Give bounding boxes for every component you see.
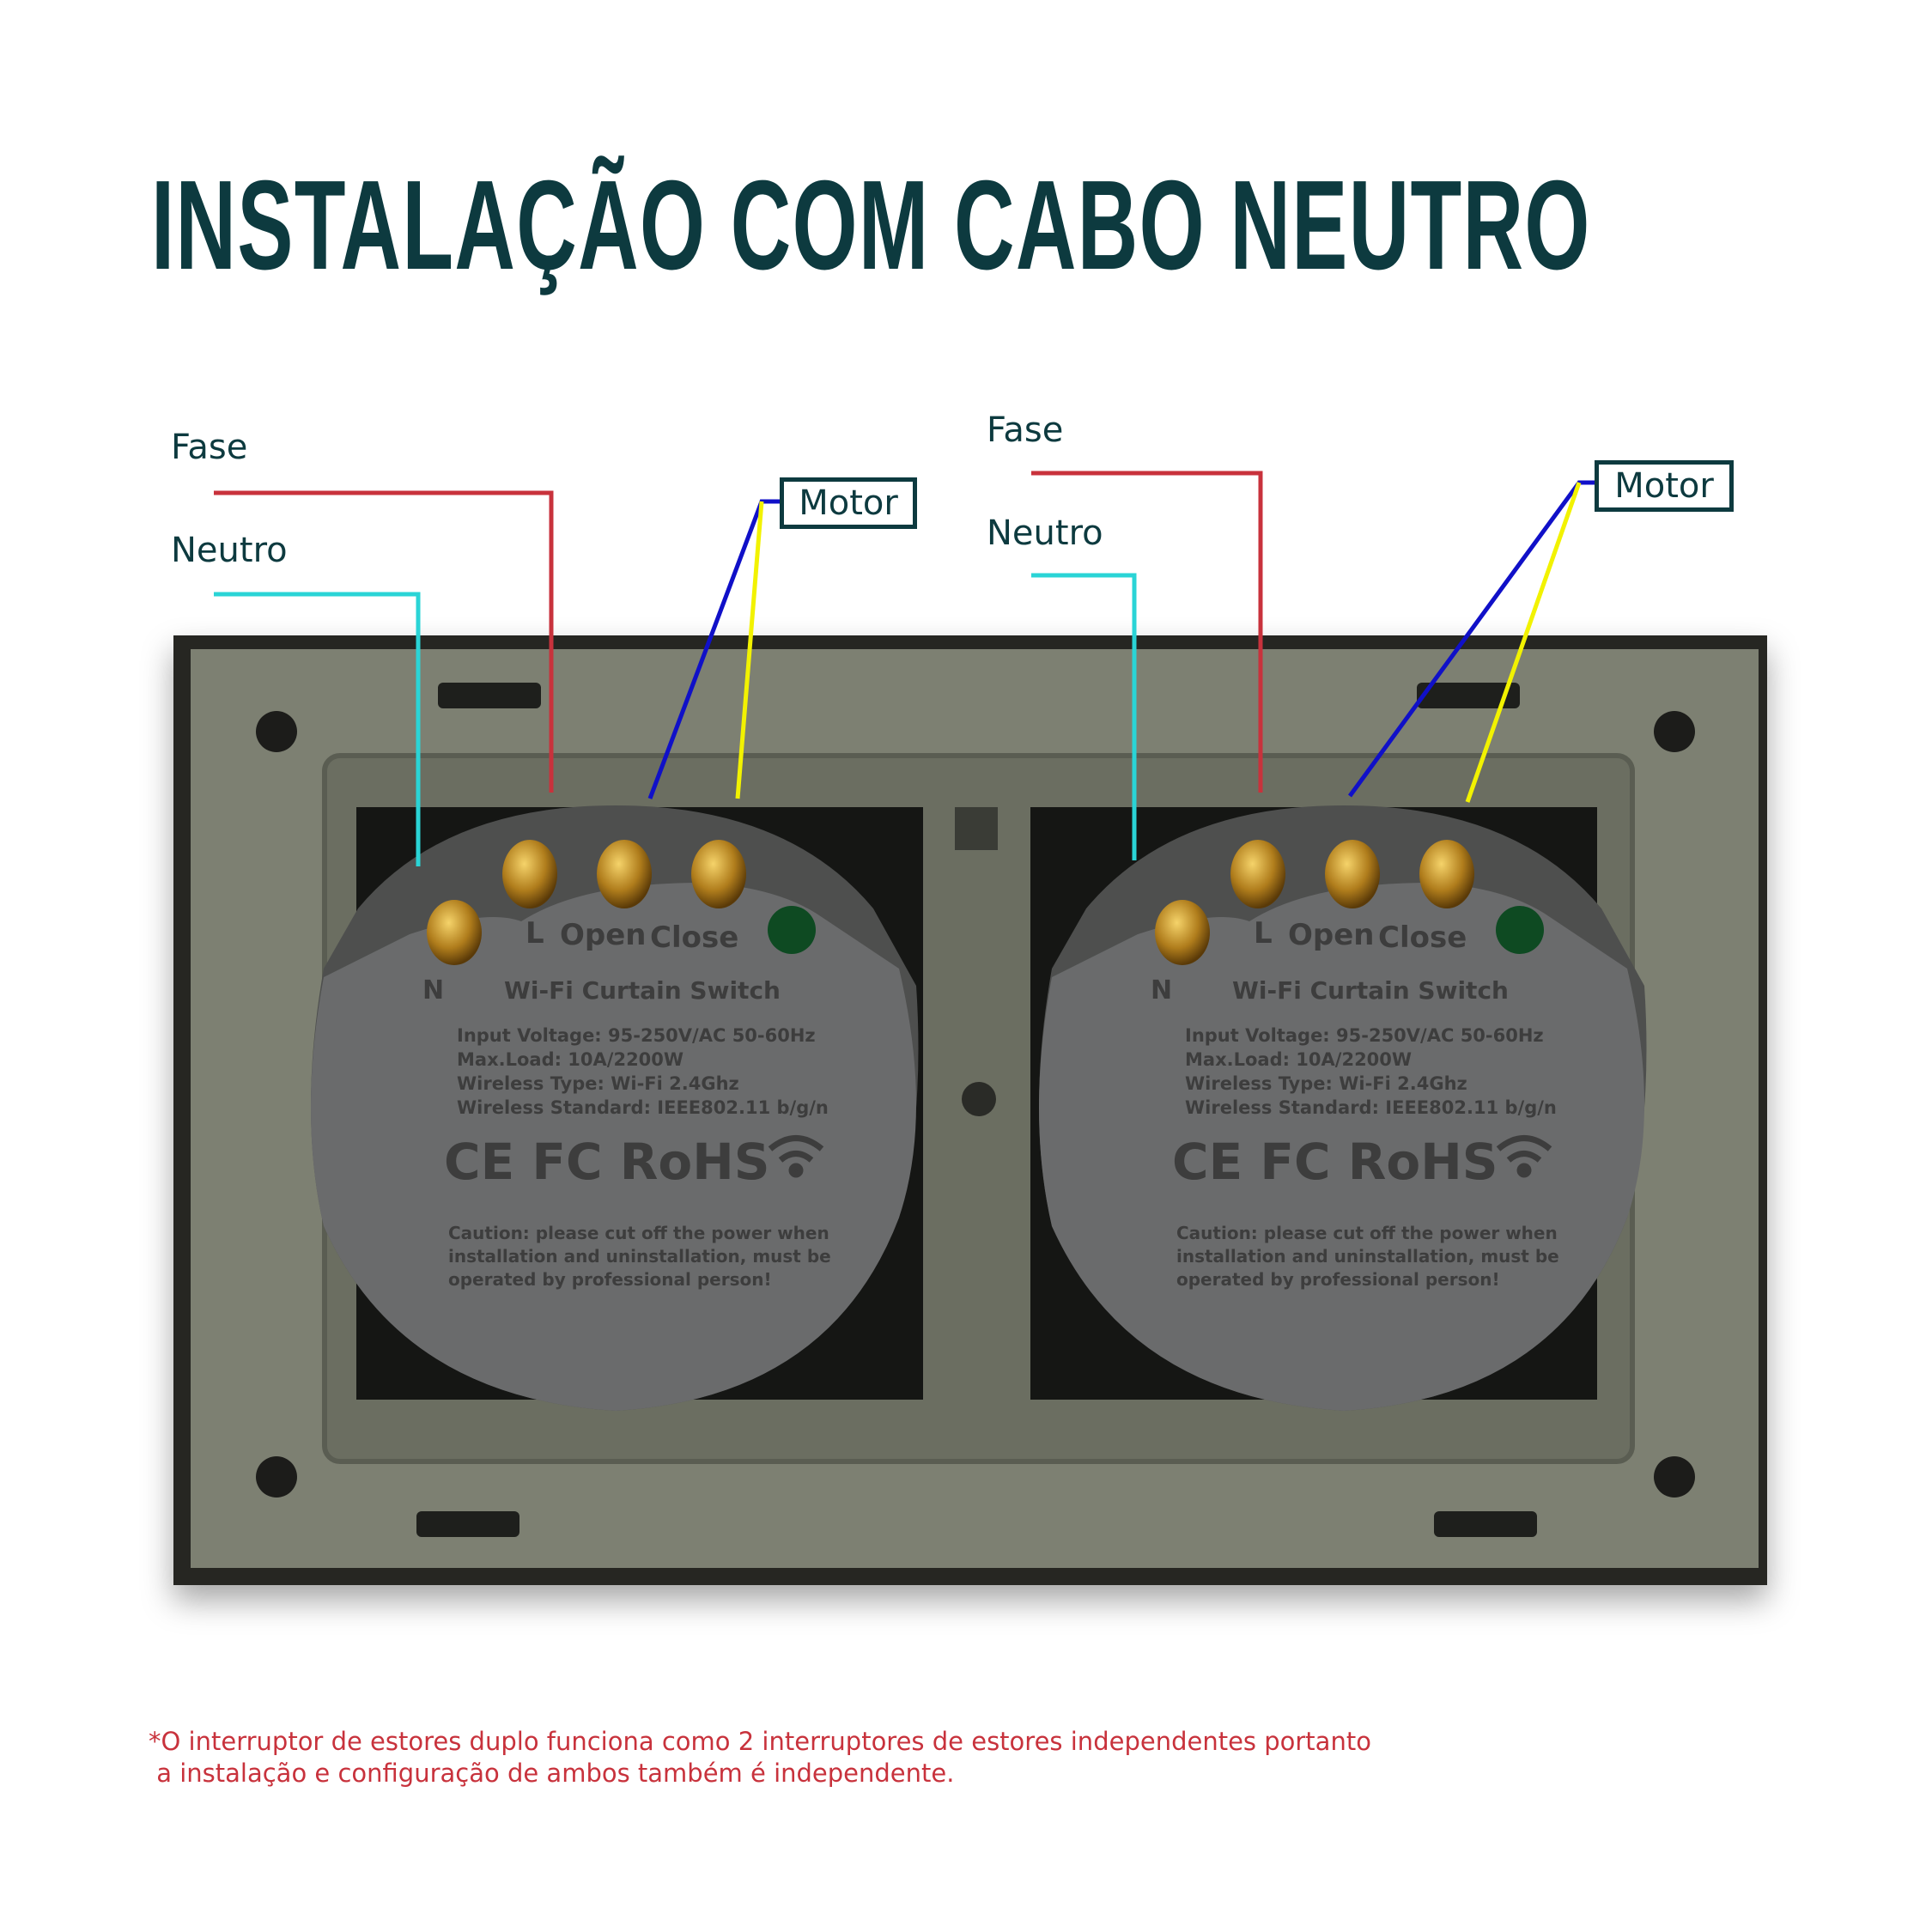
svg-text:Close: Close xyxy=(1378,920,1467,955)
svg-text:L: L xyxy=(526,916,544,951)
screw-hole xyxy=(1654,711,1695,752)
svg-text:operated by professional perso: operated by professional person! xyxy=(1176,1269,1500,1290)
svg-text:CE FC RoHS: CE FC RoHS xyxy=(444,1133,770,1191)
wire-fase-left xyxy=(214,490,554,793)
label-motor-left: Motor xyxy=(780,477,917,529)
page-title: INSTALAÇÃO COM CABO NEUTRO xyxy=(151,155,1591,296)
svg-text:Wireless Type: Wi-Fi 2.4Ghz: Wireless Type: Wi-Fi 2.4Ghz xyxy=(457,1073,739,1094)
wifi-icon xyxy=(768,1135,824,1178)
svg-text:Max.Load: 10A/2200W: Max.Load: 10A/2200W xyxy=(457,1049,683,1070)
wire-neutro-left xyxy=(214,592,421,866)
switch-module-left: L Open Close N Wi-Fi Curtain Switch Inpu… xyxy=(311,805,919,1411)
svg-text:Open: Open xyxy=(1288,918,1375,952)
svg-text:Wi-Fi Curtain Switch: Wi-Fi Curtain Switch xyxy=(1232,976,1509,1005)
wires xyxy=(214,471,1595,866)
svg-text:Caution: please cut off the po: Caution: please cut off the power when xyxy=(1176,1223,1558,1243)
svg-text:Wireless Type: Wi-Fi 2.4Ghz: Wireless Type: Wi-Fi 2.4Ghz xyxy=(1185,1073,1467,1094)
screw-hole xyxy=(256,711,297,752)
footnote-line-1: *O interruptor de estores duplo funciona… xyxy=(149,1727,1371,1756)
wire-neutro-right xyxy=(1031,573,1137,860)
wire-motor-close-right xyxy=(1465,482,1582,803)
label-neutro-right: Neutro xyxy=(987,513,1103,553)
svg-text:N: N xyxy=(1151,975,1172,1005)
svg-text:Caution: please cut off the po: Caution: please cut off the power when xyxy=(448,1223,829,1243)
footnote: *O interruptor de estores duplo funciona… xyxy=(149,1726,1371,1789)
label-motor-right: Motor xyxy=(1595,460,1734,512)
svg-text:L: L xyxy=(1254,916,1273,951)
label-fase-right: Fase xyxy=(987,410,1064,450)
svg-text:Wireless Standard: IEEE802.11: Wireless Standard: IEEE802.11 b/g/n xyxy=(1185,1097,1557,1118)
svg-text:Wi-Fi Curtain Switch: Wi-Fi Curtain Switch xyxy=(504,976,781,1005)
wire-fase-right xyxy=(1031,471,1263,793)
svg-text:installation and uninstallatio: installation and uninstallation, must be xyxy=(448,1246,831,1267)
screw-hole xyxy=(256,1456,297,1498)
wifi-icon xyxy=(1496,1135,1552,1178)
svg-text:N: N xyxy=(422,975,444,1005)
screw-hole xyxy=(1654,1456,1695,1498)
switch-module-right: L Open Close N Wi-Fi Curtain Switch Inpu… xyxy=(1039,805,1647,1411)
footnote-line-2: a instalação e configuração de ambos tam… xyxy=(149,1759,955,1788)
label-fase-left: Fase xyxy=(171,428,248,467)
svg-text:CE FC RoHS: CE FC RoHS xyxy=(1172,1133,1498,1191)
svg-text:Open: Open xyxy=(560,918,647,952)
svg-text:Input Voltage: 95-250V/AC 50-6: Input Voltage: 95-250V/AC 50-60Hz xyxy=(1185,1025,1544,1046)
wire-motor-close-left xyxy=(735,501,764,799)
svg-text:Input Voltage: 95-250V/AC 50-6: Input Voltage: 95-250V/AC 50-60Hz xyxy=(457,1025,816,1046)
label-neutro-left: Neutro xyxy=(171,531,288,570)
svg-text:Close: Close xyxy=(650,920,738,955)
svg-text:Wireless Standard: IEEE802.11: Wireless Standard: IEEE802.11 b/g/n xyxy=(457,1097,829,1118)
svg-text:installation and uninstallatio: installation and uninstallation, must be xyxy=(1176,1246,1559,1267)
svg-text:operated by professional perso: operated by professional person! xyxy=(448,1269,772,1290)
svg-text:Max.Load: 10A/2200W: Max.Load: 10A/2200W xyxy=(1185,1049,1412,1070)
